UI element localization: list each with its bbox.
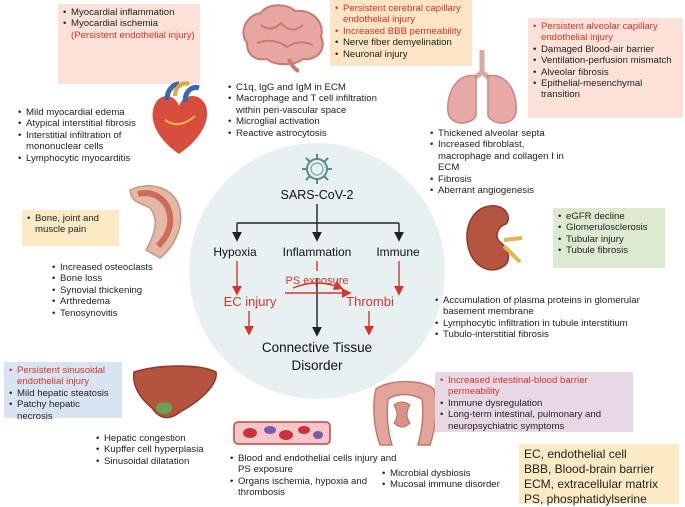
brain-list-item: C1q, IgG and IgM in ECM xyxy=(228,82,403,94)
kidney-box-item: Glomerulosclerosis xyxy=(558,222,660,234)
heart-list: Mild myocardial edema Atypical interstit… xyxy=(18,107,153,164)
intestine-box: Increased intestinal-blood barrier perme… xyxy=(435,372,633,432)
heart-icon xyxy=(152,81,208,154)
brain-box-red-item: Increased BBB permeability xyxy=(335,26,467,38)
liver-list: Hepatic congestion Kupffer cell hyperpla… xyxy=(96,433,236,468)
abbreviations-box: EC, endothelial cell BBB, Blood-brain ba… xyxy=(519,444,679,506)
joint-box-item: Bone, joint and muscle pain xyxy=(27,213,114,236)
liver-list-item: Hepatic congestion xyxy=(96,433,236,445)
heart-box-red: (Persistent endothelial injury) xyxy=(71,29,195,41)
heart-box-item: Myocardial inflammation xyxy=(63,7,195,19)
blood-vessel-icon xyxy=(233,421,331,445)
kidney-list: Accumulation of plasma proteins in glome… xyxy=(435,295,645,341)
intestine-box-item: Immune dysregulation xyxy=(440,398,628,410)
kidney-list-item: Accumulation of plasma proteins in glome… xyxy=(435,295,645,318)
mechanism-arrows xyxy=(232,204,404,337)
joint-list-item: Synovial thickening xyxy=(52,285,172,297)
lungs-icon xyxy=(447,50,517,124)
vessel-list-item: Organs ischemia, hypoxia and thrombosis xyxy=(230,476,400,499)
heart-list-item: Atypical interstitial fibrosis xyxy=(18,118,153,130)
heart-list-item: Interstitial infiltration of mononuclear… xyxy=(18,130,153,153)
intestine-list-item: Microbial dysbiosis xyxy=(382,468,522,480)
kidney-box-item: Tubule fibrosis xyxy=(558,245,660,257)
vessel-list-item: Blood and endothelial cells injury and P… xyxy=(230,453,400,476)
kidney-list-item: Tubulo-interstitial fibrosis xyxy=(435,329,645,341)
heart-list-item: Lymphocytic myocarditis xyxy=(18,153,153,165)
brain-box-item: Neuronal injury xyxy=(335,49,467,61)
lung-list-item: Fibrosis xyxy=(430,174,565,186)
liver-box-item: Mild hepatic steatosis xyxy=(9,388,117,400)
lung-box-item: Damaged Blood-air barrier xyxy=(533,44,678,56)
heart-list-item: Mild myocardial edema xyxy=(18,107,153,119)
brain-list-item: Reactive astrocytosis xyxy=(228,128,403,140)
joint-list-item: Tenosynovitis xyxy=(52,308,172,320)
brain-box-red-item: Persistent cerebral capillary endothelia… xyxy=(335,3,467,26)
abbreviation: EC, endothelial cell xyxy=(524,447,627,461)
lung-list-item: Increased fibroblast, macrophage and col… xyxy=(430,139,565,173)
lung-box-item: Alveolar fibrosis xyxy=(533,67,678,79)
liver-list-item: Kupffer cell hyperplasia xyxy=(96,444,236,456)
kidney-list-item: Lymphocytic infiltration in tubule inter… xyxy=(435,318,645,330)
joint-list-item: Bone loss xyxy=(52,273,172,285)
joint-list-item: Arthredema xyxy=(52,296,172,308)
brain-box-item: Nerve fiber demyelination xyxy=(335,37,467,49)
virus-icon xyxy=(302,154,332,184)
intestine-box-red-item: Increased intestinal-blood barrier perme… xyxy=(440,375,628,398)
abbreviation: ECM, extracellular matrix xyxy=(524,477,659,491)
kidney-box-item: eGFR decline xyxy=(558,211,660,223)
liver-icon xyxy=(132,365,217,419)
kidney-box-item: Tubular injury xyxy=(558,234,660,246)
abbreviation: PS, phosphatidylserine xyxy=(524,492,647,506)
inflammation-label: Inflammation xyxy=(282,245,352,259)
brain-box: Persistent cerebral capillary endothelia… xyxy=(330,0,472,66)
kidney-icon xyxy=(466,205,523,271)
ec-injury-label: EC injury xyxy=(223,294,277,309)
brain-list-item: Microglial activation xyxy=(228,116,403,128)
lung-box-red-item: Persistent alveolar capillary endothelia… xyxy=(533,21,678,44)
abbreviation: BBB, Blood-brain barrier xyxy=(524,462,655,476)
lung-box-item: Epithelial-mesenchymal transition xyxy=(533,78,678,101)
immune-label: Immune xyxy=(376,245,420,259)
intestine-list-item: Mucosal immune disorder xyxy=(382,479,522,491)
joint-list: Increased osteoclasts Bone loss Synovial… xyxy=(52,262,172,319)
thrombi-label: Thrombi xyxy=(346,294,394,309)
virus-label: SARS-CoV-2 xyxy=(280,188,354,202)
shoulder-joint-icon xyxy=(129,185,182,259)
outcome-line1: Connective Tissue xyxy=(261,340,373,355)
intestine-box-item: Long-term intestinal, pulmonary and neur… xyxy=(440,409,628,432)
intestine-icon xyxy=(373,380,437,446)
heart-box-item: Myocardial ischemia xyxy=(63,18,195,30)
heart-box: Myocardial inflammation Myocardial ische… xyxy=(58,4,200,84)
kidney-box: eGFR decline Glomerulosclerosis Tubular … xyxy=(553,208,665,268)
hypoxia-label: Hypoxia xyxy=(213,245,257,259)
outcome-line2: Disorder xyxy=(291,358,343,373)
vessel-list: Blood and endothelial cells injury and P… xyxy=(230,453,400,499)
liver-box-red-item: Persistent sinusoidal endothelial injury xyxy=(9,365,117,388)
liver-box: Persistent sinusoidal endothelial injury… xyxy=(4,362,122,422)
lung-list: Thickened alveolar septa Increased fibro… xyxy=(430,128,565,197)
lung-box-item: Ventilation-perfusion mismatch xyxy=(533,55,678,67)
lung-box: Persistent alveolar capillary endothelia… xyxy=(528,18,683,118)
lung-list-item: Thickened alveolar septa xyxy=(430,128,565,140)
brain-list: C1q, IgG and IgM in ECM Macrophage and T… xyxy=(228,82,403,139)
lung-list-item: Aberrant angiogenesis xyxy=(430,185,565,197)
brain-list-item: Macrophage and T cell infiltration withi… xyxy=(228,93,403,116)
liver-box-item: Patchy hepatic necrosis xyxy=(9,399,117,422)
liver-list-item: Sinusoidal dilatation xyxy=(96,456,236,468)
joint-list-item: Increased osteoclasts xyxy=(52,262,172,274)
ps-exposure-label: PS exposure xyxy=(285,275,349,287)
joint-box: Bone, joint and muscle pain xyxy=(22,210,119,246)
intestine-list: Microbial dysbiosis Mucosal immune disor… xyxy=(382,468,522,491)
brain-icon xyxy=(242,4,324,73)
